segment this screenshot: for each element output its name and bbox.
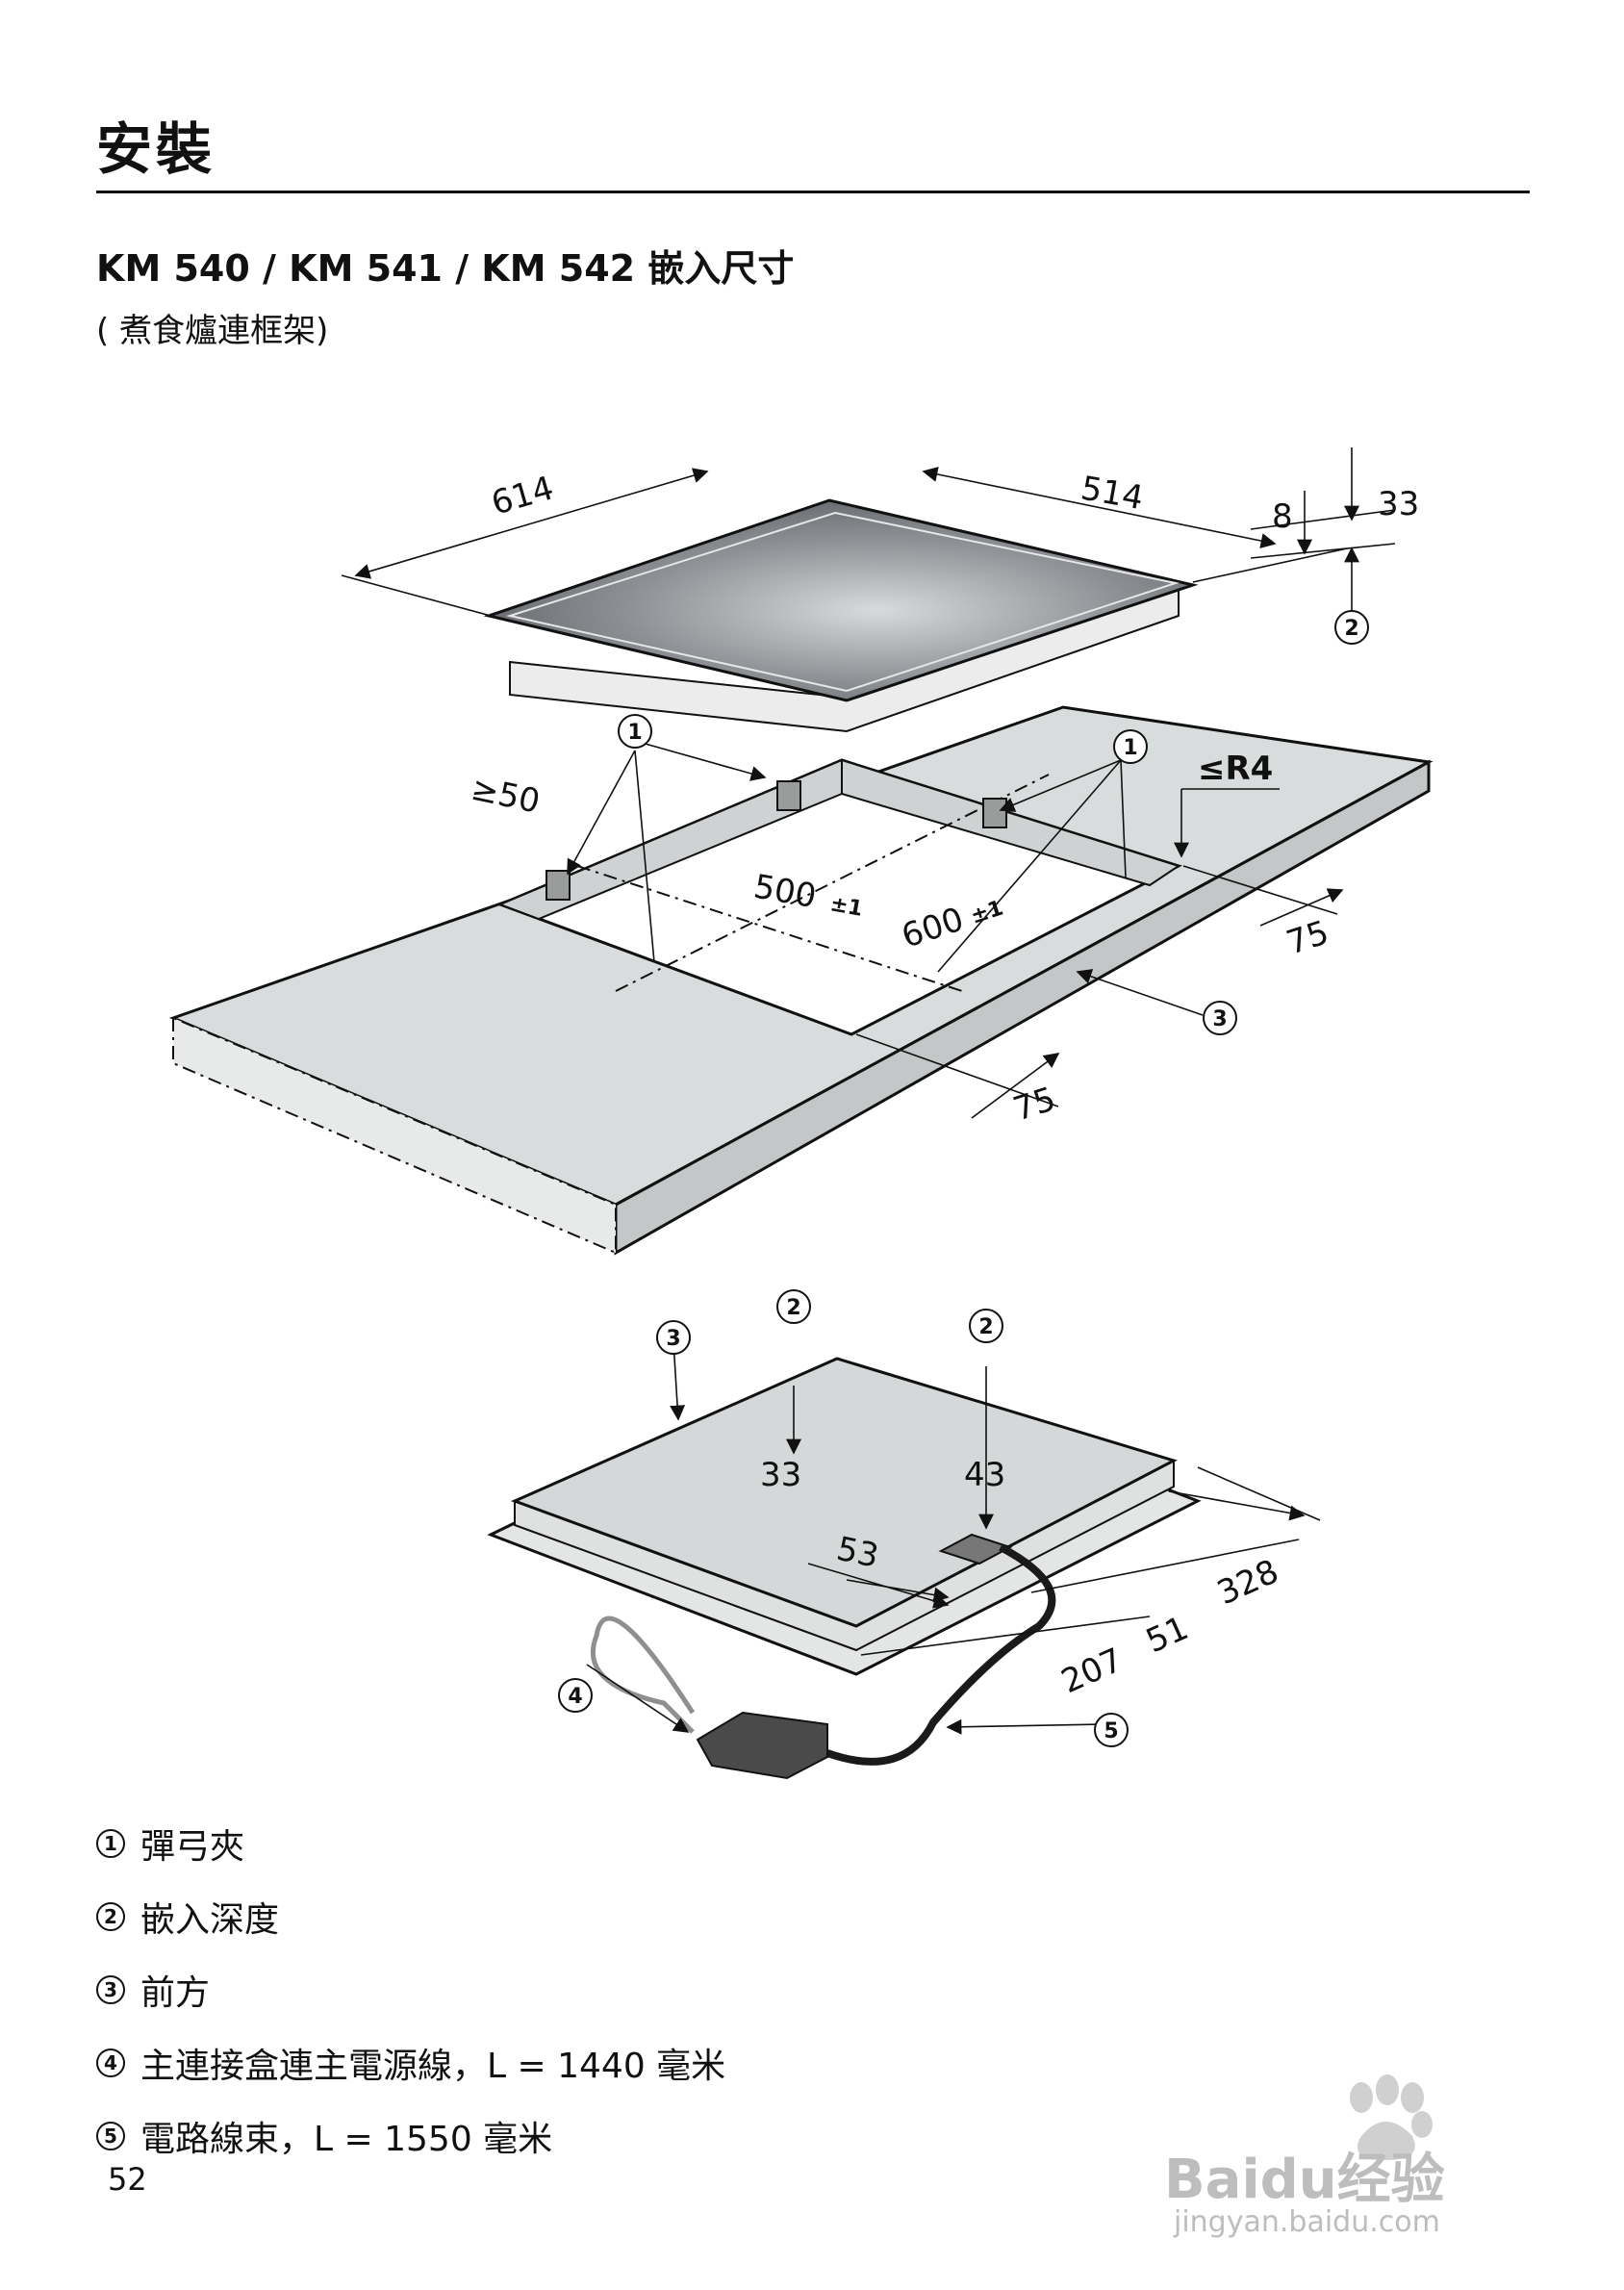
legend-item-2: 2 嵌入深度 [96,1880,725,1953]
page-title: 安裝 [96,116,216,182]
legend-text: 主連接盒連主電源線，L = 1440 毫米 [140,2047,726,2086]
mains-cable [590,1616,696,1734]
callout-3-top: 3 [1203,1001,1237,1035]
svg-text:1: 1 [627,721,642,745]
dim-radius: ≤R4 [1198,750,1273,788]
dimension-lines-top [341,447,1396,1119]
section-heading: KM 540 / KM 541 / KM 542 嵌入尺寸 [96,247,795,290]
dim-cutout-depth-tol: ±1 [828,892,865,921]
dim-depth: 514 [1078,469,1146,518]
spring-clip [546,780,1007,901]
installation-diagram: 614 514 8 33 ≥50 ≤R4 500 ±1 600 ±1 75 75… [168,447,1434,1780]
depth-left: 33 [760,1456,801,1494]
legend-number-badge: 5 [96,2122,125,2150]
paw-logo-icon [1350,2074,1433,2160]
legend-text: 電路線束，L = 1550 毫米 [140,2120,553,2159]
depth-right: 43 [964,1456,1005,1494]
watermark-url: jingyan.baidu.com [1174,2205,1440,2239]
legend-text: 彈弓夾 [140,1827,245,1867]
legend-item-4: 4 主連接盒連主電源線，L = 1440 毫米 [96,2026,725,2099]
countertop [168,705,1434,1256]
callout-1a: 1 [618,714,652,749]
callout-1b: 1 [1113,729,1148,764]
legend-text: 嵌入深度 [140,1900,280,1940]
connection-box [696,1711,828,1780]
dimension-lines-bottom [586,1341,1321,1735]
svg-text:1: 1 [1123,736,1137,760]
page-number: 52 [108,2161,147,2198]
dim-frame: 8 [1272,497,1293,536]
legend-item-5: 5 電路線束，L = 1550 毫米 [96,2099,725,2173]
legend-number-badge: 4 [96,2048,125,2077]
dim-53: 53 [833,1530,882,1576]
dim-side-right: 75 [1281,913,1333,962]
legend-number-badge: 3 [96,1975,125,2004]
callout-3-bottom: 3 [656,1320,691,1355]
dim-width: 614 [487,469,557,522]
legend-item-1: 1 彈弓夾 [96,1807,725,1880]
callout-4: 4 [558,1678,593,1713]
svg-text:5: 5 [1104,1719,1118,1743]
legend-item-3: 3 前方 [96,1953,725,2026]
dim-207: 207 [1055,1641,1129,1701]
callout-2-bottom-left: 2 [776,1289,811,1324]
svg-text:4: 4 [568,1685,582,1709]
svg-text:3: 3 [1212,1007,1227,1031]
watermark-logo: Baidu经验 [1164,2149,1445,2211]
legend: 1 彈弓夾 2 嵌入深度 3 前方 4 主連接盒連主電源線，L = 1440 毫… [96,1807,725,2173]
watermark: Baidu经验 jingyan.baidu.com [1155,2069,1559,2242]
legend-text: 前方 [140,1973,211,2013]
callout-2-top: 2 [1334,610,1369,645]
callout-5: 5 [1094,1713,1129,1747]
legend-number-badge: 1 [96,1829,125,1858]
svg-text:2: 2 [978,1315,993,1339]
svg-text:2: 2 [786,1296,800,1320]
svg-text:3: 3 [666,1327,680,1351]
callout-2-bottom-right: 2 [969,1309,1003,1343]
hob-top [483,498,1199,733]
dim-side-front: 75 [1008,1080,1060,1129]
dim-328: 328 [1211,1552,1284,1613]
section-note: ( 煮食爐連框架) [96,312,329,350]
hob-underside [487,1357,1202,1676]
dim-min-back: ≥50 [468,770,544,822]
legend-number-badge: 2 [96,1902,125,1931]
dim-height: 33 [1378,485,1419,523]
svg-text:2: 2 [1344,617,1358,641]
title-rule [96,191,1530,193]
